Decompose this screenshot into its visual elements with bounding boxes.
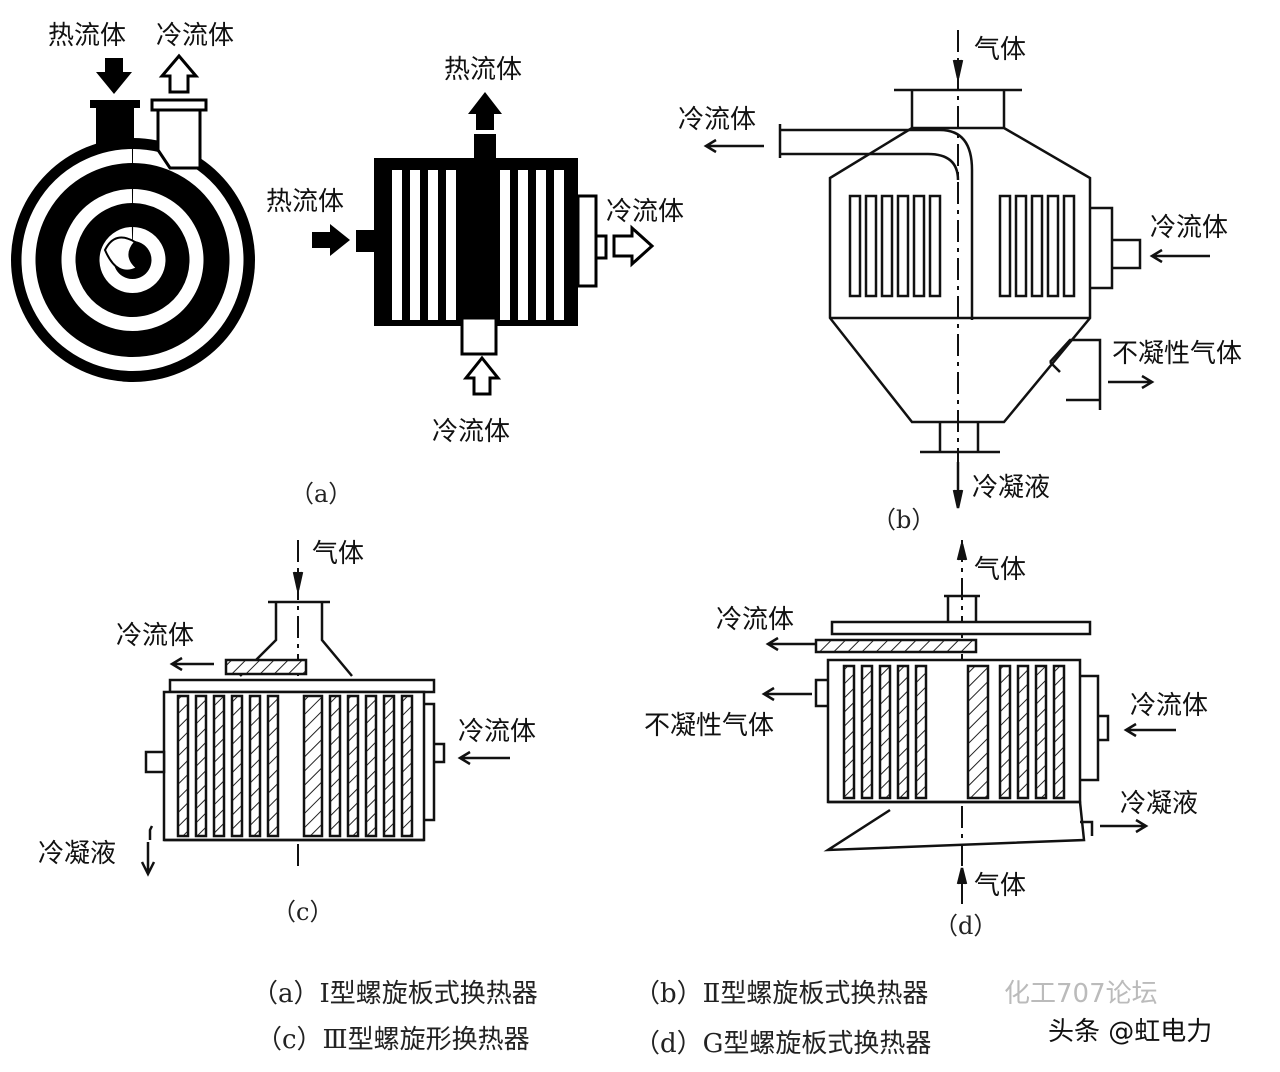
- watermark-faded: 化工707论坛: [1004, 979, 1158, 1009]
- diagram-b-labels: 气体 冷流体 冷流体 不凝性气体 冷凝液 （b）: [678, 35, 1242, 534]
- cold-in-bottom-arrow: [462, 355, 502, 396]
- diagram-d: [761, 540, 1176, 910]
- label-c-gas: 气体: [312, 539, 364, 569]
- caption-a: （a）I型螺旋板式换热器: [252, 979, 538, 1009]
- caption-b-short: （b）: [872, 506, 935, 534]
- label-d-condensate: 冷凝液: [1120, 789, 1198, 819]
- label-cold-out-side: 冷流体: [606, 197, 684, 227]
- caption-a-short: （a）: [290, 480, 352, 508]
- label-d-gas-top: 气体: [974, 555, 1026, 585]
- label-d-gas-bottom: 气体: [974, 871, 1026, 901]
- watermark-credit: 头条 @虹电力: [1048, 1017, 1212, 1047]
- diagram-c: [140, 540, 510, 877]
- label-hot-out: 热流体: [444, 55, 522, 85]
- diagram-c-labels: 气体 冷流体 冷流体 冷凝液 （c）: [38, 539, 536, 926]
- label-cold-out: 冷流体: [156, 21, 234, 51]
- label-c-condensate: 冷凝液: [38, 839, 116, 869]
- caption-d: （d）G型螺旋板式换热器: [634, 1029, 931, 1059]
- label-c-cold-left: 冷流体: [116, 621, 194, 651]
- label-b-condensate: 冷凝液: [972, 473, 1050, 503]
- caption-b: （b）Ⅱ型螺旋板式换热器: [634, 979, 928, 1009]
- side-view: [356, 134, 608, 356]
- diagram-d-labels: 气体 冷流体 不凝性气体 冷流体 冷凝液 气体 （d）: [644, 555, 1208, 940]
- plates-right: [998, 194, 1076, 298]
- caption-c: （c）Ⅲ型螺旋形换热器: [256, 1025, 530, 1055]
- label-hot-in-side: 热流体: [266, 187, 344, 217]
- label-hot-in: 热流体: [48, 21, 126, 51]
- label-c-cold-right: 冷流体: [458, 717, 536, 747]
- watermark-box: 头条 @虹电力: [1040, 1008, 1240, 1054]
- hot-inlet-nozzle: [96, 104, 134, 144]
- label-d-cold-left: 冷流体: [716, 605, 794, 635]
- label-b-noncondensable: 不凝性气体: [1112, 339, 1242, 369]
- spiral-body: [11, 138, 255, 382]
- plates-left: [848, 194, 942, 298]
- captions: （a）I型螺旋板式换热器 （b）Ⅱ型螺旋板式换热器 （c）Ⅲ型螺旋形换热器 （d…: [252, 979, 931, 1059]
- d-plates: [842, 664, 1066, 800]
- label-d-cold-right: 冷流体: [1130, 691, 1208, 721]
- diagram-b: [703, 30, 1210, 510]
- c-plates: [176, 694, 414, 838]
- label-d-noncondensable: 不凝性气体: [644, 711, 774, 741]
- label-b-cold-left: 冷流体: [678, 105, 756, 135]
- label-b-cold-right: 冷流体: [1150, 213, 1228, 243]
- hot-in-side-arrow: [312, 224, 350, 256]
- label-b-gas: 气体: [974, 35, 1026, 65]
- cold-outlet-nozzle: [156, 108, 202, 170]
- hot-in-arrow: [96, 58, 132, 94]
- cold-out-arrow: [158, 53, 200, 94]
- label-cold-in-bottom: 冷流体: [432, 417, 510, 447]
- diagram-a: 热流体 冷流体 热流体 热流体 冷流体 冷流体 （a）: [11, 21, 684, 508]
- hot-out-arrow: [468, 92, 502, 130]
- cold-out-side-arrow: [612, 224, 655, 268]
- caption-d-short: （d）: [934, 912, 997, 940]
- caption-c-short: （c）: [272, 898, 333, 926]
